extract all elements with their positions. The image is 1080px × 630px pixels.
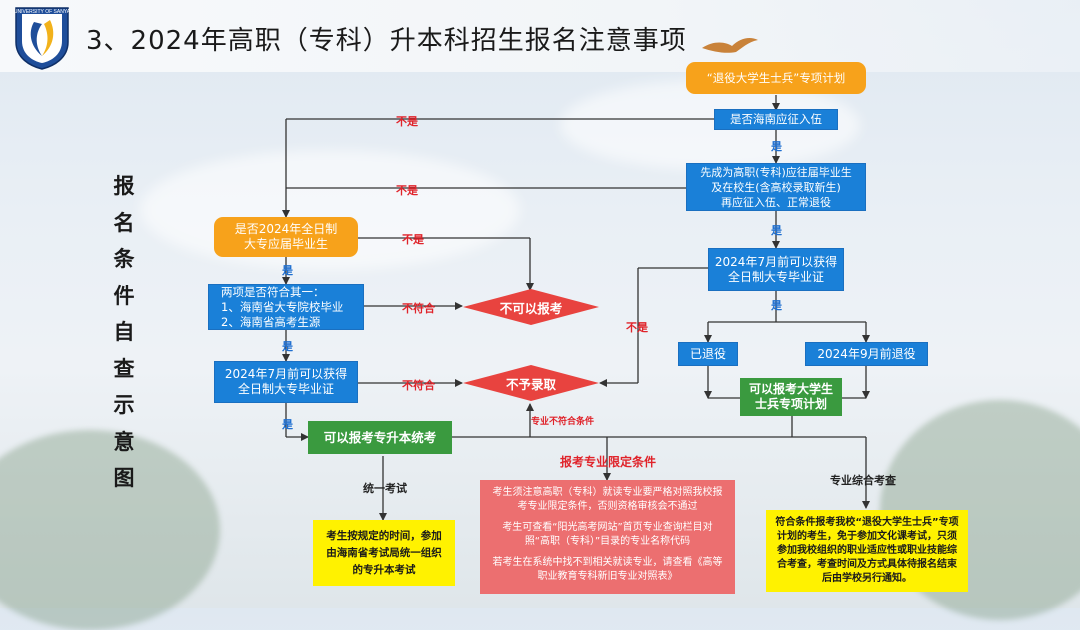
page-title: 3、2024年高职（专科）升本科招生报名注意事项 <box>86 26 687 56</box>
cannot-apply-text: 不可以报考 <box>499 301 563 316</box>
bird-icon <box>702 38 758 53</box>
label-mismatch: 专业不符合条件 <box>531 417 595 427</box>
university-logo-icon: UNIVERSITY OF SANYA <box>14 7 71 70</box>
can-veteran-box: 可以报考大学生 士兵专项计划 <box>740 378 842 416</box>
label-yes-6: 是 <box>282 418 293 431</box>
two-conditions-box: 两项是否符合其一： 1、海南省大专院校毕业 2、海南省高考生源 <box>208 284 364 330</box>
retire-sept-box: 2024年9月前退役 <box>805 342 928 366</box>
major-limit-para-2: 考生可查看“阳光高考网站”首页专业查询栏目对照“高职（专科）”目录的专业名称代码 <box>502 522 713 547</box>
veteran-exam-note: 符合条件报考我校“退役大学生士兵”专项计划的考生，免于参加文化课考试，只须参加我… <box>766 510 968 592</box>
label-yes-2: 是 <box>771 224 782 237</box>
label-unified-exam: 统一考试 <box>363 482 407 495</box>
label-no-2: 不是 <box>396 184 418 197</box>
unified-exam-note: 考生按规定的时间，参加 由海南省考试局统一组织 的专升本考试 <box>313 520 455 586</box>
label-no-match-2: 不符合 <box>402 379 435 392</box>
major-limit-note: 考生须注意高职（专科）就读专业要严格对照我校报考专业限定条件，否则资格审核会不通… <box>480 480 735 594</box>
cannot-apply-diamond <box>463 289 599 325</box>
not-admitted-diamond <box>463 365 599 401</box>
retired-box: 已退役 <box>678 342 738 366</box>
veteran-plan-box: “退役大学生士兵”专项计划 <box>686 62 866 94</box>
july-cert-right-box: 2024年7月前可以获得 全日制大专毕业证 <box>708 248 844 291</box>
label-yes-1: 是 <box>771 140 782 153</box>
label-no-1: 不是 <box>396 115 418 128</box>
major-limit-para-3: 若考生在系统中找不到相关就读专业，请查看《高等职业教育专科新旧专业对照表》 <box>492 557 723 582</box>
label-yes-5: 是 <box>282 340 293 353</box>
grad-then-enlist-box: 先成为高职(专科)应往届毕业生 及在校生(含高校录取新生) 再应征入伍、正常退役 <box>686 163 866 211</box>
side-title: 报名条 件自查 示意图 <box>113 174 135 490</box>
label-yes-3: 是 <box>771 299 782 312</box>
label-yes-4: 是 <box>282 264 293 277</box>
july-cert-left-box: 2024年7月前可以获得 全日制大专毕业证 <box>214 361 358 403</box>
hainan-enlist-box: 是否海南应征入伍 <box>714 109 838 130</box>
major-limit-para-1: 考生须注意高职（专科）就读专业要严格对照我校报考专业限定条件，否则资格审核会不通… <box>492 487 723 512</box>
background-tree <box>0 430 220 630</box>
flow-connectors <box>282 95 870 521</box>
label-no-4: 不是 <box>626 321 648 334</box>
can-unified-box: 可以报考专升本统考 <box>308 421 452 454</box>
not-admitted-text: 不予录取 <box>505 377 556 392</box>
svg-text:UNIVERSITY OF SANYA: UNIVERSITY OF SANYA <box>14 9 71 15</box>
header-bar: UNIVERSITY OF SANYA 3、2024年高职（专科）升本科招生报名… <box>0 0 1080 72</box>
label-comprehensive: 专业综合考查 <box>830 474 896 487</box>
label-no-match-1: 不符合 <box>402 302 435 315</box>
label-no-3: 不是 <box>402 233 424 246</box>
label-major-limit: 报考专业限定条件 <box>560 455 657 469</box>
fulltime-grad-box: 是否2024年全日制 大专应届毕业生 <box>214 217 358 257</box>
